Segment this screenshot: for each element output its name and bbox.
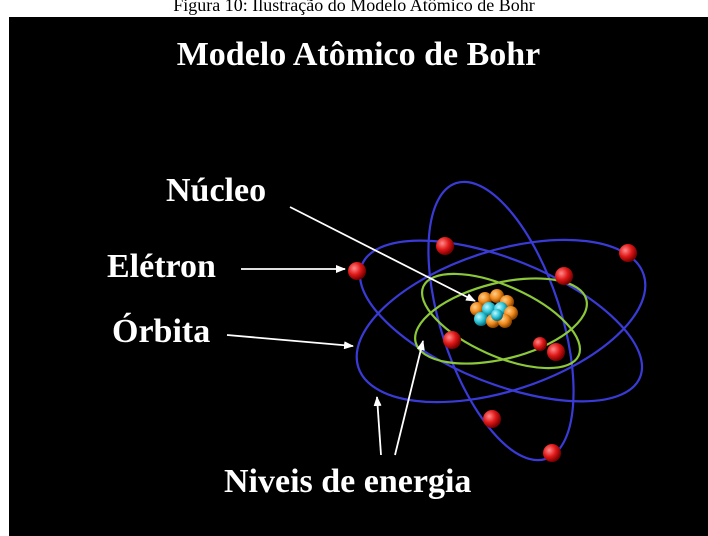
electron: [533, 337, 547, 351]
electrons: [348, 237, 637, 462]
energy-level-arrow-2: [394, 340, 425, 456]
nucleus: [470, 289, 518, 328]
diagram-panel: Modelo Atômico de Bohr Núcleo Elétron Ór…: [9, 17, 708, 536]
electron: [436, 237, 454, 255]
neutron: [474, 312, 488, 326]
orbit-inner-2: [420, 272, 582, 370]
diagram-title: Modelo Atômico de Bohr: [176, 36, 541, 73]
orbit-inner-1: [414, 277, 588, 365]
electron: [348, 262, 366, 280]
orbit-arrow: [226, 334, 354, 350]
electron: [555, 267, 573, 285]
figure-caption: Figura 10: Ilustração do Modelo Atômico …: [173, 0, 535, 15]
electron: [443, 331, 461, 349]
nucleus-label: Núcleo: [166, 172, 267, 209]
electron: [483, 410, 501, 428]
energy-level-arrow-1: [373, 396, 382, 456]
electron-label: Elétron: [107, 248, 216, 285]
electron: [619, 244, 637, 262]
orbit-label: Órbita: [112, 313, 211, 350]
orbit-outer-1: [355, 238, 647, 404]
atom-diagram: [226, 180, 647, 462]
neutron: [491, 309, 503, 321]
nucleus-arrow: [289, 206, 476, 302]
electron: [547, 343, 565, 361]
electron: [543, 444, 561, 462]
energy-levels-label: Niveis de energia: [224, 463, 472, 500]
